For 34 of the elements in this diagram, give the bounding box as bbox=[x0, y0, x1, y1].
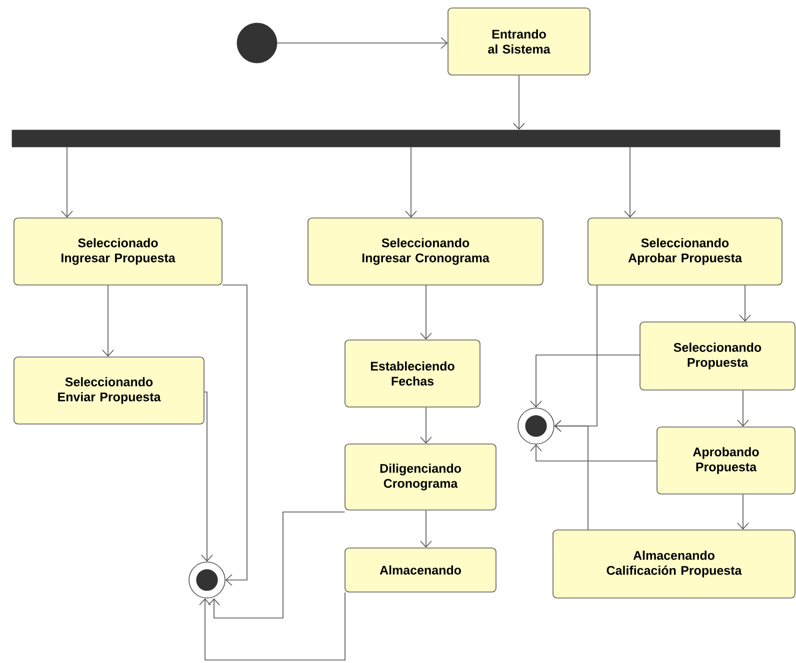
arrow bbox=[199, 592, 346, 660]
end-node bbox=[518, 408, 554, 444]
arrow bbox=[102, 285, 114, 357]
arrow bbox=[276, 37, 448, 49]
arrow bbox=[222, 284, 248, 586]
fork-bar bbox=[12, 130, 780, 148]
activity-box: Almacenando Calificación Propuesta bbox=[552, 530, 796, 598]
arrow bbox=[405, 146, 417, 218]
arrow bbox=[737, 390, 749, 427]
activity-box: Seleccionando Propuesta bbox=[640, 322, 796, 390]
start-node bbox=[236, 22, 278, 64]
arrow bbox=[420, 285, 432, 340]
activity-box: Seleccionado Ingresar Propuesta bbox=[14, 218, 222, 286]
arrow bbox=[61, 146, 73, 218]
activity-box: Entrando al Sistema bbox=[448, 8, 590, 76]
arrow bbox=[739, 285, 751, 322]
end-node bbox=[188, 562, 226, 598]
arrow bbox=[737, 494, 749, 530]
arrow bbox=[513, 75, 525, 130]
activity-box: Aprobando Propuesta bbox=[656, 426, 796, 494]
arrow bbox=[420, 510, 432, 548]
activity-box: Seleccionando Aprobar Propuesta bbox=[588, 218, 782, 286]
arrow bbox=[554, 420, 588, 530]
activity-box: Almacenando bbox=[344, 548, 496, 592]
arrow bbox=[624, 146, 636, 218]
arrow bbox=[420, 407, 432, 444]
arrow bbox=[201, 392, 213, 562]
activity-box: Seleccionando Enviar Propuesta bbox=[14, 356, 204, 424]
activity-box: Diligenciando Cronograma bbox=[344, 444, 496, 510]
activity-box: Estableciendo Fechas bbox=[344, 340, 480, 408]
activity-box: Seleccionando Ingresar Cronograma bbox=[308, 218, 544, 286]
arrow bbox=[530, 444, 657, 462]
arrow bbox=[530, 354, 640, 408]
arrow bbox=[208, 512, 345, 618]
